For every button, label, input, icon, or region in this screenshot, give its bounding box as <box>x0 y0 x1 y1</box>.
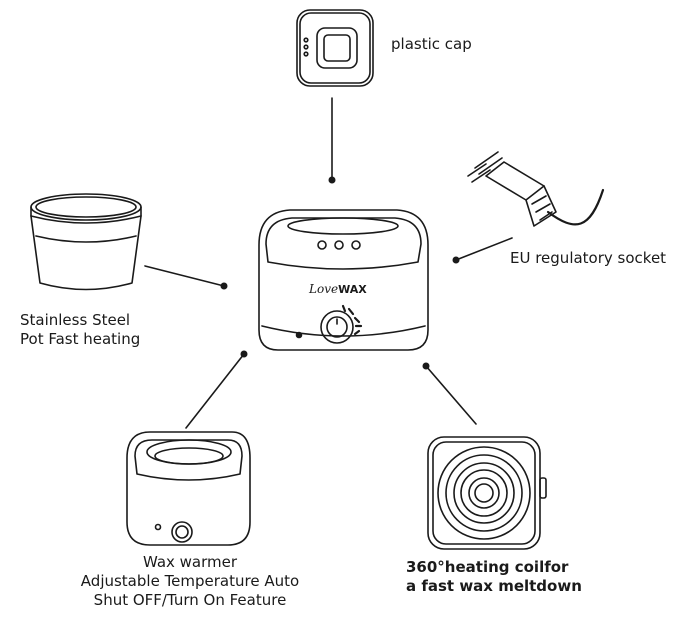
warmer-label-line2: Adjustable Temperature Auto <box>80 572 300 590</box>
coil-label-line2: a fast wax meltdown <box>406 577 582 595</box>
connector-lines <box>144 97 513 429</box>
eu-plug-illustration <box>467 151 605 227</box>
heating-coil-illustration <box>427 436 547 550</box>
plastic-cap-label: plastic cap <box>391 35 472 53</box>
logo-script-text: Love <box>309 282 339 296</box>
warmer-label-line1: Wax warmer <box>142 553 238 571</box>
eu-socket-label: EU regulatory socket <box>510 249 667 267</box>
wax-warmer-small-illustration <box>126 431 251 546</box>
stainless-steel-pot-illustration <box>30 193 142 291</box>
coil-label-line1: 360°heating coilfor <box>406 558 569 576</box>
central-wax-warmer-illustration <box>258 209 429 351</box>
pot-label-line2: Pot Fast heating <box>20 330 141 348</box>
lovewax-logo: LoveWAX <box>309 281 367 298</box>
pot-label-line1: Stainless Steel <box>20 311 131 329</box>
logo-wordmark-text: WAX <box>338 283 367 296</box>
warmer-label-line3: Shut OFF/Turn On Feature <box>93 591 287 609</box>
plastic-cap-illustration <box>296 9 374 87</box>
